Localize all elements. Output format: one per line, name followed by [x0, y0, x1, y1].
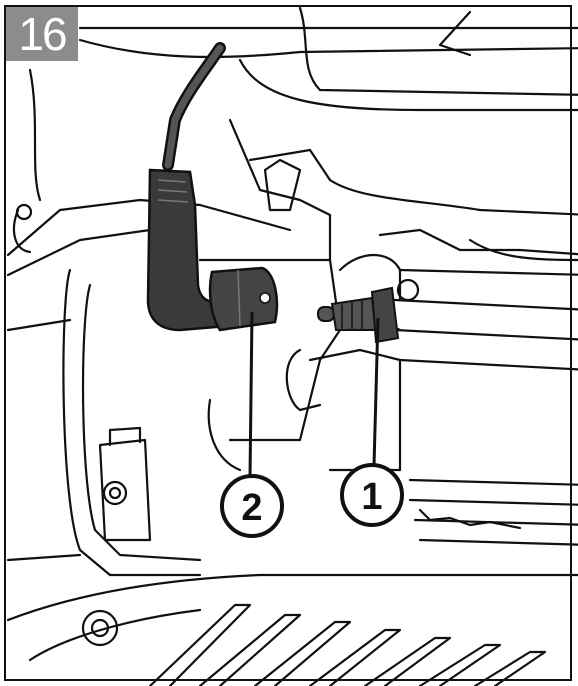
- illustration-border: [4, 5, 572, 681]
- leader-line-1: [372, 317, 380, 467]
- spark-plug-boot-shape: [146, 168, 279, 332]
- callout-1: 1: [340, 463, 404, 527]
- callout-1-label: 1: [361, 476, 382, 518]
- spark-plug-wire: [162, 42, 226, 171]
- callout-2-label: 2: [241, 487, 262, 529]
- callout-2: 2: [220, 474, 284, 538]
- leader-line-2: [248, 311, 254, 479]
- step-number-badge: 16: [6, 7, 78, 61]
